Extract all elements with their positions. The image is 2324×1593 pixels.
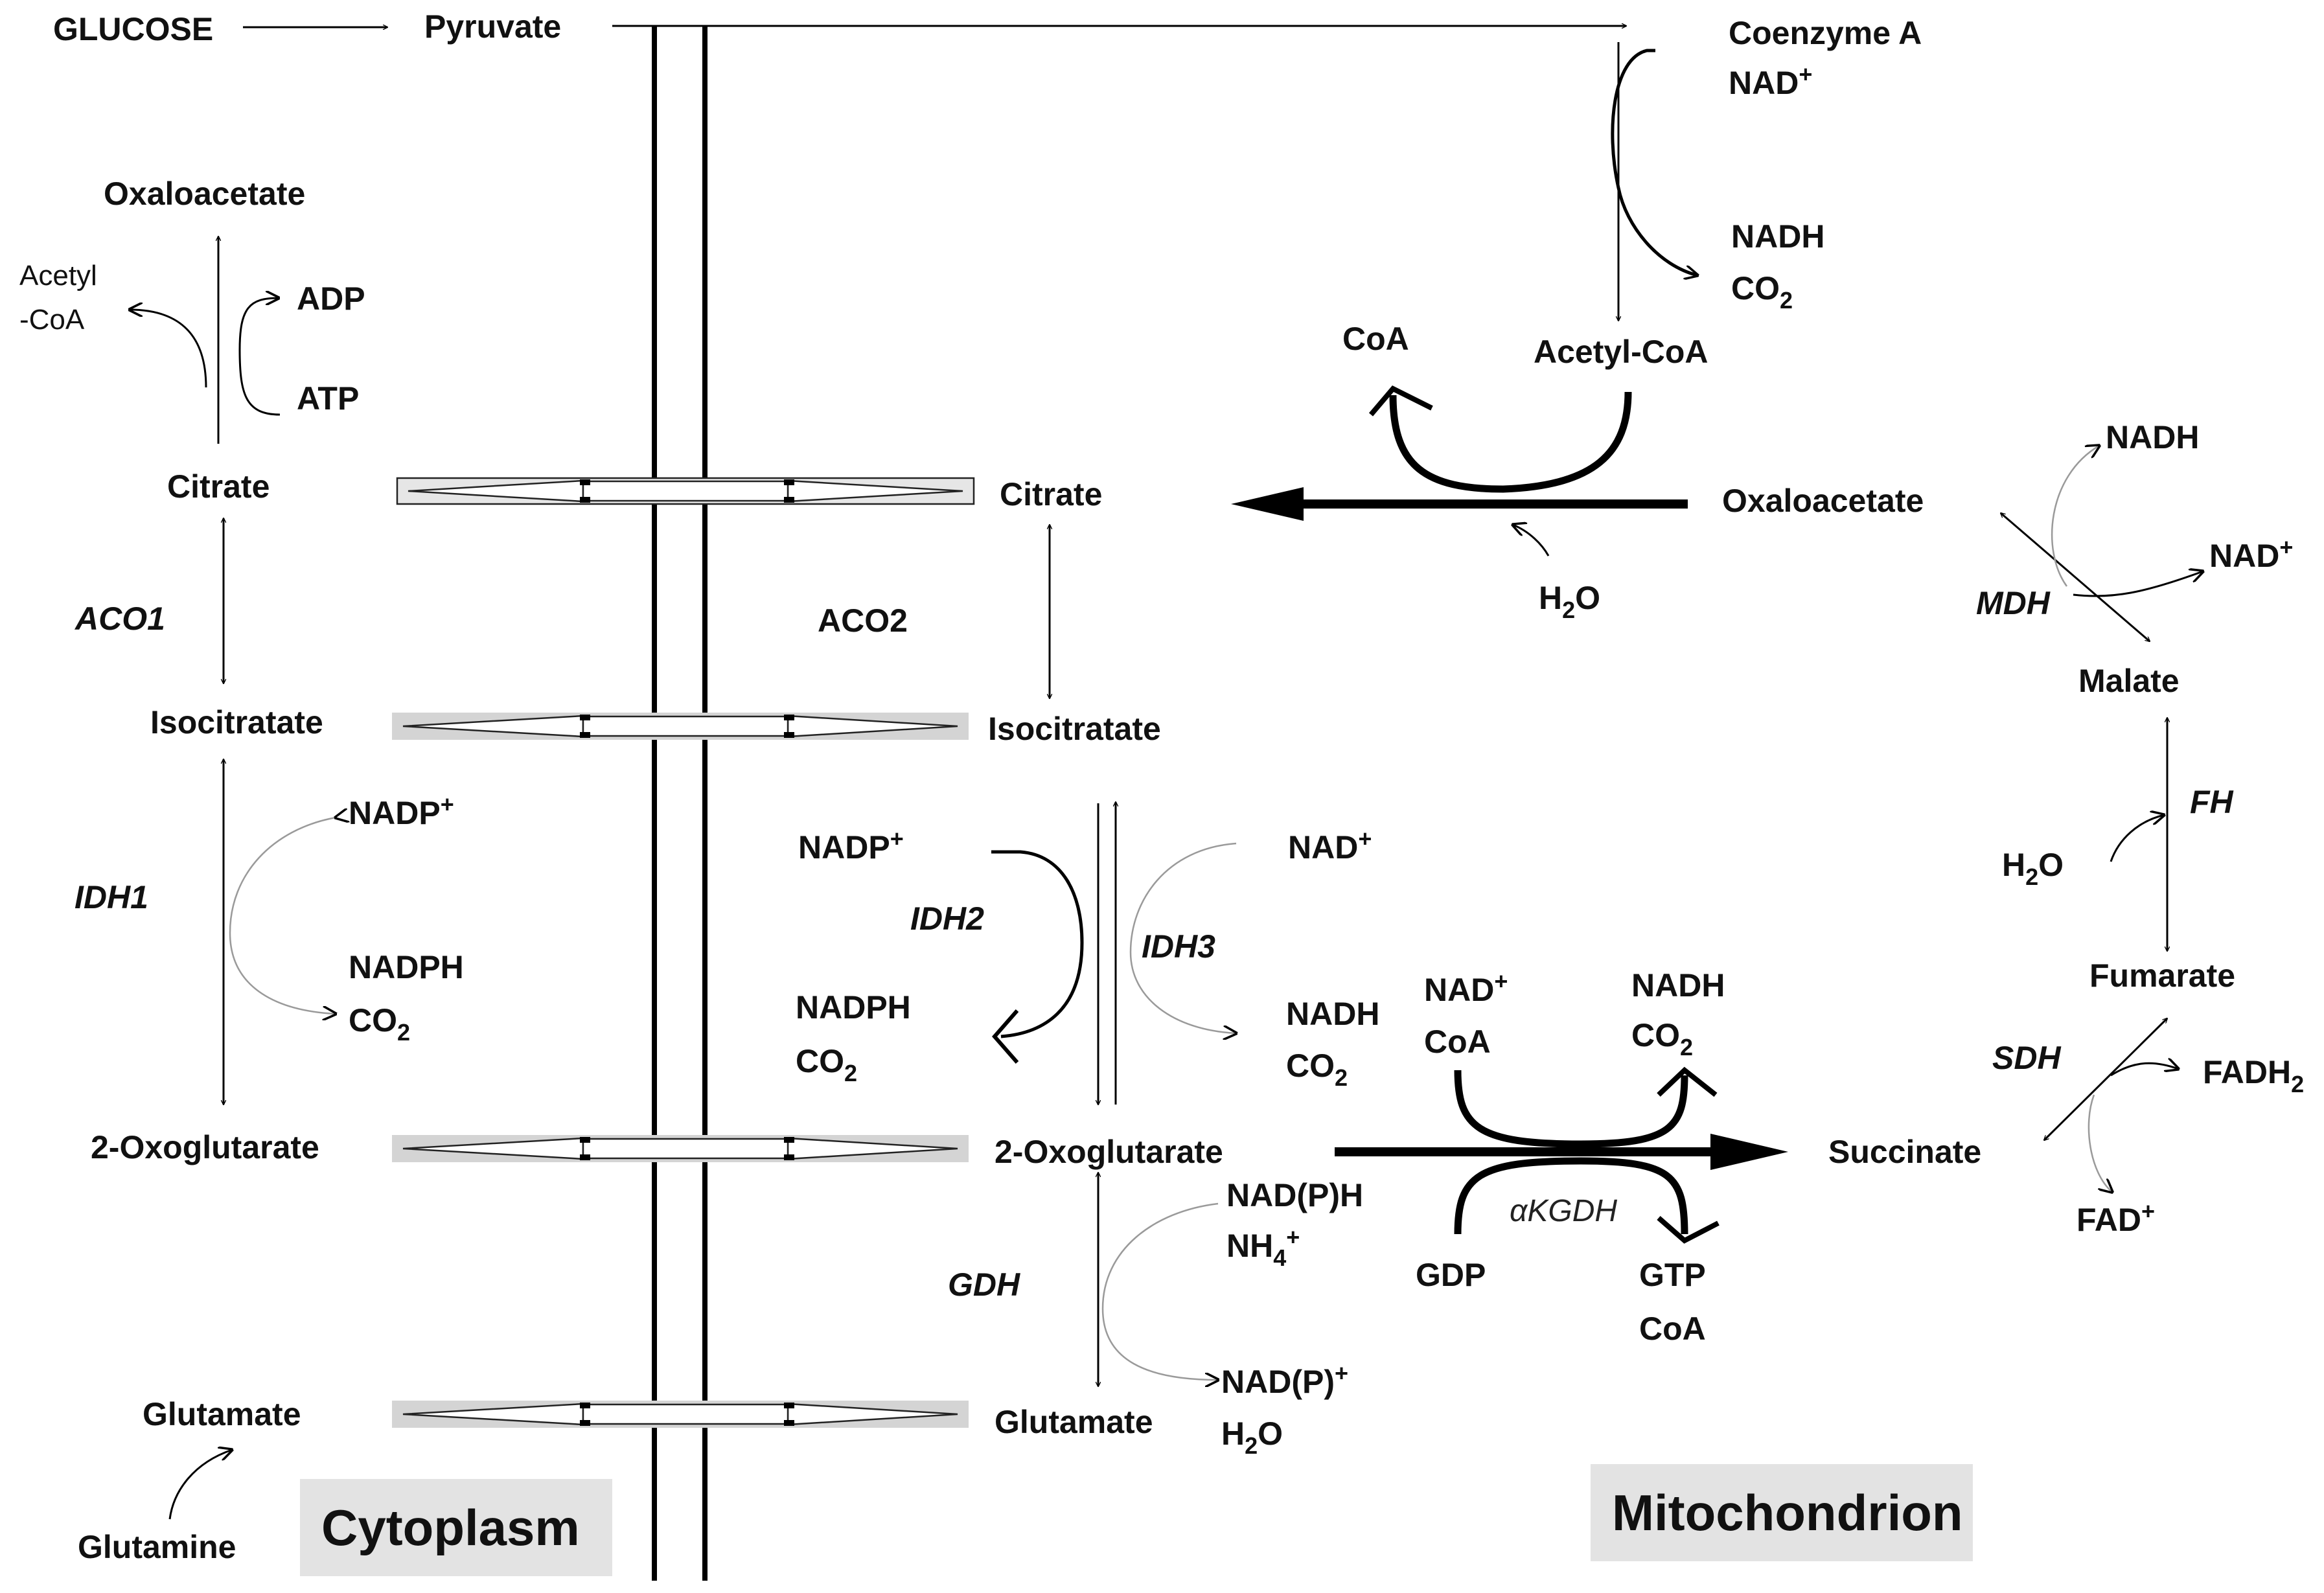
arrow-h2o-fh	[2110, 815, 2164, 862]
label-citrate-mito: Citrate	[1000, 476, 1102, 512]
mitochondrion-label-box	[1591, 1464, 1973, 1561]
label-co2-pdh: CO2	[1731, 270, 1793, 314]
transporter-citrate	[396, 477, 975, 505]
label-malate: Malate	[2078, 663, 2180, 699]
arrowhead-kgdh-bottom	[1657, 1215, 1720, 1244]
label-acetylcoa-cyto-2: -CoA	[19, 304, 85, 336]
label-nadh-kgdh: NADH	[1631, 967, 1725, 1003]
label-h2o-fh: H2O	[2002, 847, 2064, 890]
arrow-sdh-fadh2	[2110, 1063, 2178, 1077]
label-oxaloacetate-cyto: Oxaloacetate	[104, 176, 305, 212]
label-adp: ADP	[297, 281, 365, 317]
label-co2-cyto: CO2	[349, 1002, 410, 1046]
arrowhead-coa	[1368, 385, 1433, 417]
label-nad-pdh: NAD+	[1729, 61, 1812, 101]
label-nadh-idh3: NADH	[1286, 996, 1379, 1032]
label-h2o-gdh: H2O	[1221, 1415, 1283, 1459]
label-aco1: ACO1	[74, 601, 165, 637]
label-glutamate-cyto: Glutamate	[143, 1396, 301, 1432]
arrow-mdh-nad	[2073, 571, 2203, 597]
transporter-glutamate	[392, 1401, 969, 1428]
arrow-mdh	[2001, 513, 2150, 641]
label-coa-out: CoA	[1639, 1311, 1706, 1347]
label-nadph-gdh: NAD(P)H	[1226, 1177, 1363, 1213]
label-coa-kgdh: CoA	[1424, 1024, 1491, 1060]
label-nad-mdh: NAD+	[2209, 534, 2293, 574]
arrow-mdh-nadh	[2051, 446, 2099, 587]
label-nadph-cyto: NADPH	[349, 949, 464, 985]
label-isocitrate-mito: Isocitratate	[988, 711, 1161, 747]
label-nad-kgdh: NAD+	[1424, 968, 1508, 1008]
label-acetylcoa-mito: Acetyl-CoA	[1534, 334, 1708, 370]
label-mitochondrion: Mitochondrion	[1612, 1484, 1963, 1541]
arrow-gdh-cofactors	[1101, 1202, 1218, 1380]
arrowhead-idh2	[992, 1009, 1019, 1064]
label-coenzyme-a: Coenzyme A	[1729, 15, 1922, 51]
arrowhead-oaa-citrate	[1231, 487, 1304, 521]
label-nad-idh3: NAD+	[1288, 825, 1372, 865]
label-oxoglutarate-cyto: 2-Oxoglutarate	[91, 1129, 319, 1165]
arrow-atp-adp	[238, 298, 280, 416]
label-succinate: Succinate	[1828, 1134, 1981, 1170]
arrowhead-succinate	[1710, 1134, 1788, 1170]
label-nadh-mdh: NADH	[2106, 419, 2199, 455]
label-glutamate-mito: Glutamate	[995, 1404, 1153, 1440]
label-co2-idh2: CO2	[796, 1043, 857, 1086]
label-idh2: IDH2	[910, 900, 984, 937]
label-idh1: IDH1	[75, 879, 148, 915]
arrow-kgdh-bottom	[1454, 1157, 1688, 1235]
label-coa-released: CoA	[1342, 321, 1409, 357]
label-idh3: IDH3	[1142, 928, 1215, 965]
label-sdh: SDH	[1992, 1040, 2061, 1076]
label-oxoglutarate-mito: 2-Oxoglutarate	[995, 1134, 1223, 1170]
arrow-h2o-citrate	[1513, 525, 1550, 556]
arrow-idh2-cofactors	[991, 850, 1084, 1038]
arrow-acetylcoa-out	[130, 310, 207, 388]
label-oxaloacetate-mito: Oxaloacetate	[1722, 483, 1924, 519]
arrow-idh1-cofactors	[229, 818, 336, 1014]
cytoplasm-label-box	[300, 1479, 612, 1576]
label-pyruvate: Pyruvate	[424, 8, 561, 45]
label-fadh2: FADH2	[2203, 1054, 2304, 1097]
transporter-oxoglutarate	[392, 1135, 969, 1162]
arrowhead-kgdh-top	[1657, 1066, 1718, 1097]
label-nadh-pdh: NADH	[1731, 218, 1824, 255]
label-nadph-idh2: NADPH	[796, 989, 911, 1026]
arrow-pdh-cofactors	[1611, 49, 1697, 275]
arrow-glutamine-glutamate	[168, 1450, 232, 1520]
label-nadp-cyto: NADP+	[349, 791, 454, 831]
arrow-sdh-fad	[2088, 1094, 2112, 1192]
label-nadp-gdh: NAD(P)+	[1221, 1360, 1348, 1400]
label-acetylcoa-cyto-1: Acetyl	[19, 260, 97, 292]
label-glutamine: Glutamine	[78, 1529, 236, 1565]
arrow-sdh	[2044, 1018, 2167, 1140]
arrow-idh3-cofactors	[1129, 842, 1236, 1033]
label-co2-idh3: CO2	[1286, 1048, 1348, 1091]
label-h2o-citrate: H2O	[1539, 580, 1600, 623]
transporter-isocitrate	[392, 713, 969, 740]
arrow-acetylcoa-coa	[1389, 391, 1632, 493]
label-nh4: NH4+	[1226, 1224, 1300, 1271]
label-isocitrate-cyto: Isocitratate	[150, 704, 323, 740]
label-atp: ATP	[297, 380, 359, 417]
label-aco2: ACO2	[818, 602, 908, 639]
label-gtp: GTP	[1639, 1257, 1706, 1293]
label-akgdh: αKGDH	[1510, 1194, 1617, 1228]
label-fh: FH	[2190, 784, 2234, 820]
label-gdp: GDP	[1416, 1257, 1486, 1293]
label-co2-kgdh: CO2	[1631, 1017, 1693, 1060]
arrow-kgdh-top	[1454, 1070, 1688, 1148]
label-nadp-idh2: NADP+	[798, 825, 904, 865]
label-mdh: MDH	[1976, 585, 2051, 621]
label-cytoplasm: Cytoplasm	[321, 1499, 580, 1556]
label-citrate-cyto: Citrate	[167, 468, 270, 505]
label-glucose: GLUCOSE	[53, 11, 213, 47]
label-gdh: GDH	[948, 1266, 1020, 1303]
label-fad: FAD+	[2077, 1198, 2155, 1238]
label-fumarate: Fumarate	[2089, 957, 2235, 994]
